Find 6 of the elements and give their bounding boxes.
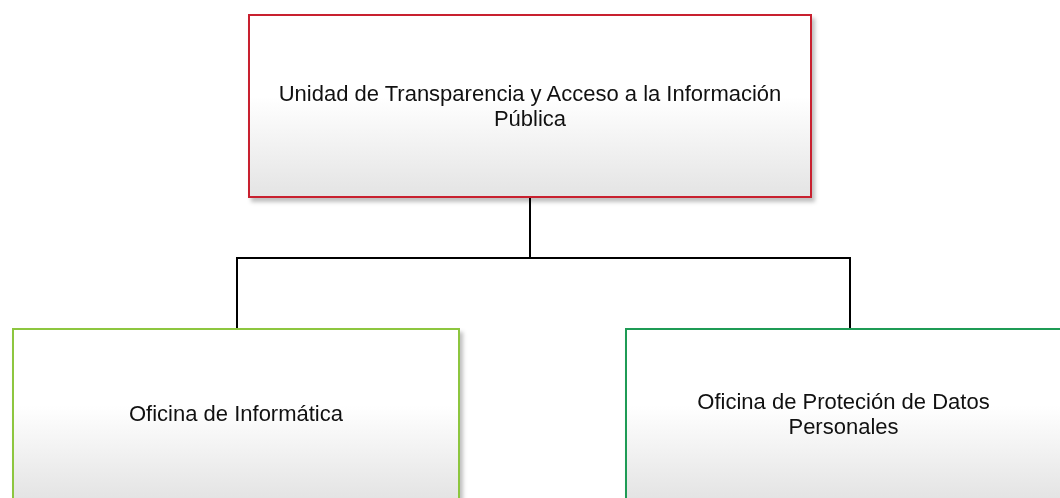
org-box <box>625 328 1060 498</box>
org-box <box>12 328 460 498</box>
unit-name: Oficina de Informática <box>129 401 343 427</box>
org-box <box>248 14 812 198</box>
unit-name: Oficina de Proteción de Datos Personales <box>696 388 991 440</box>
unit-name: Unidad de Transparencia y Acceso a la Información Pública <box>277 80 783 132</box>
